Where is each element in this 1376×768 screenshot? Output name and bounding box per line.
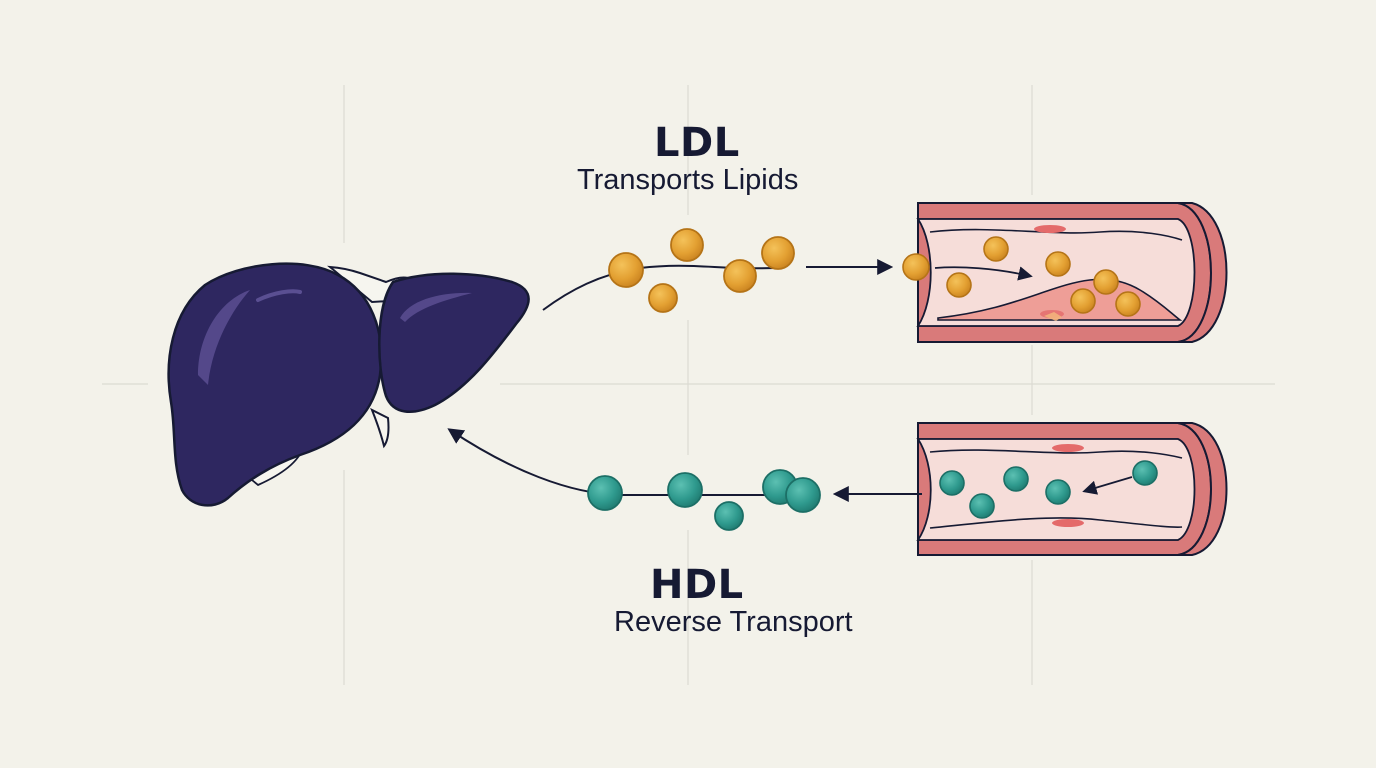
- ldl-title: LDL: [654, 120, 740, 166]
- hdl-particle-icon: [969, 493, 995, 519]
- hdl-particle-icon: [667, 472, 703, 508]
- hdl-particle-icon: [785, 477, 821, 513]
- ldl-particle-icon: [723, 259, 757, 293]
- background-grid: [102, 85, 1275, 685]
- ldl-particle-icon: [648, 283, 678, 313]
- ldl-particle-icon: [1115, 291, 1141, 317]
- ldl-particle-icon: [902, 253, 930, 281]
- hdl-particle-icon: [1045, 479, 1071, 505]
- ldl-particle-icon: [1093, 269, 1119, 295]
- healthy-artery-icon: [916, 422, 1228, 556]
- hdl-title: HDL: [650, 562, 744, 608]
- ldl-particle-icon: [946, 272, 972, 298]
- artery-with-plaque-icon: [902, 202, 1228, 343]
- hdl-subtitle: Reverse Transport: [614, 606, 853, 638]
- ldl-particle-icon: [670, 228, 704, 262]
- hdl-flow-line: [447, 428, 805, 496]
- ldl-particles: [608, 228, 795, 313]
- hdl-particle-icon: [939, 470, 965, 496]
- ldl-particle-icon: [761, 236, 795, 270]
- hdl-particles: [587, 469, 821, 531]
- liver-icon: [167, 262, 530, 507]
- hdl-particle-icon: [587, 475, 623, 511]
- ldl-particle-icon: [1070, 288, 1096, 314]
- ldl-particle-icon: [1045, 251, 1071, 277]
- hdl-particle-icon: [1003, 466, 1029, 492]
- ldl-particle-icon: [983, 236, 1009, 262]
- hdl-particle-icon: [714, 501, 744, 531]
- hdl-particle-icon: [1132, 460, 1158, 486]
- ldl-subtitle: Transports Lipids: [577, 164, 799, 196]
- ldl-particle-icon: [608, 252, 644, 288]
